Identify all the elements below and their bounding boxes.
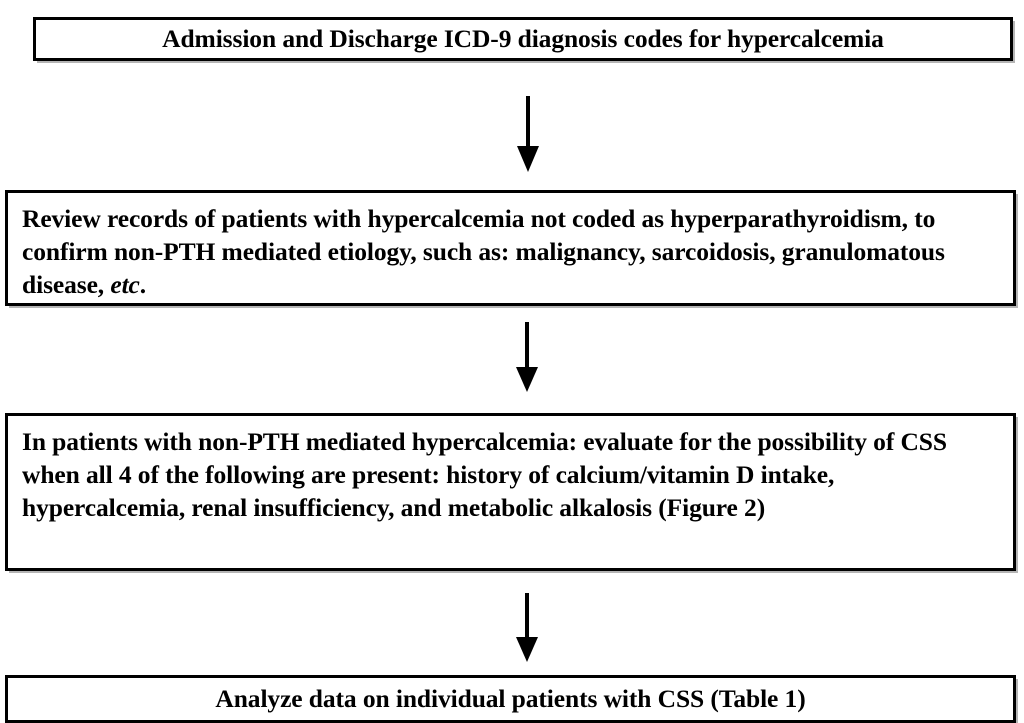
flowchart-node-evaluate-css: In patients with non-PTH mediated hyperc… [5, 413, 1016, 571]
down-arrow-icon [507, 593, 547, 662]
flowchart-node-evaluate-css-text: In patients with non-PTH mediated hyperc… [22, 427, 947, 523]
down-arrow-icon [508, 96, 548, 172]
review-records-text-lead: Review records of patients with hypercal… [22, 204, 945, 300]
flowchart-node-admission-codes: Admission and Discharge ICD-9 diagnosis … [33, 17, 1013, 61]
flowchart-node-analyze-data-text: Analyze data on individual patients with… [215, 684, 806, 714]
flowchart-node-review-records: Review records of patients with hypercal… [5, 190, 1016, 306]
flowchart-node-admission-codes-text: Admission and Discharge ICD-9 diagnosis … [162, 24, 884, 54]
down-arrow-icon [507, 322, 547, 392]
flowchart-node-review-records-text: Review records of patients with hypercal… [22, 202, 999, 301]
review-records-text-tail: . [139, 270, 147, 300]
review-records-etc-italic: etc [110, 270, 140, 300]
flowchart-node-analyze-data: Analyze data on individual patients with… [5, 675, 1016, 723]
